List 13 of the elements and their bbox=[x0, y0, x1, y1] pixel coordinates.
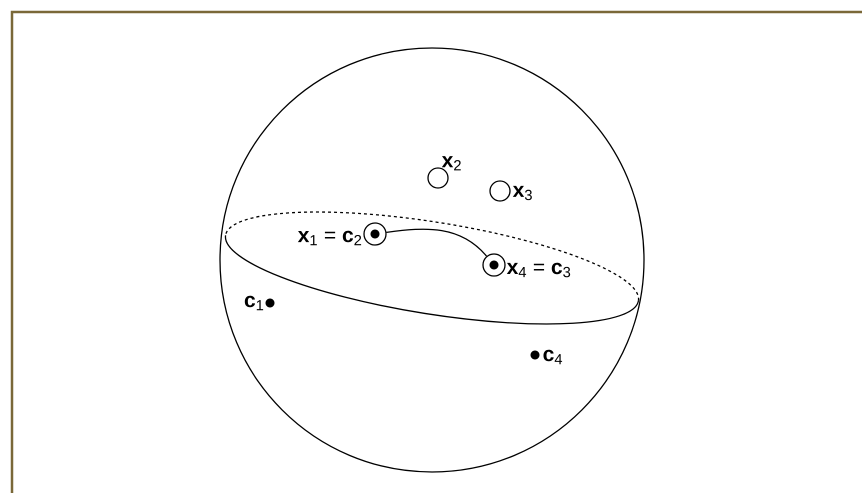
point-label: c$_{4}$ bbox=[543, 350, 562, 364]
circled-dot bbox=[363, 222, 387, 246]
point-label: x$_{4}$ = c$_{3}$ bbox=[506, 262, 570, 278]
hollow-circle bbox=[489, 180, 511, 202]
curve bbox=[386, 228, 487, 257]
circled-dot bbox=[482, 253, 506, 277]
point-label: x$_{3}$ bbox=[512, 186, 532, 200]
point-label: x$_{2}$ bbox=[442, 156, 461, 170]
point-label: c$_{1}$ bbox=[244, 296, 264, 310]
dot bbox=[266, 298, 274, 308]
point-label: x$_{1}$ = c$_{2}$ bbox=[298, 230, 362, 246]
hollow-circle bbox=[427, 167, 449, 189]
dot bbox=[530, 350, 540, 360]
